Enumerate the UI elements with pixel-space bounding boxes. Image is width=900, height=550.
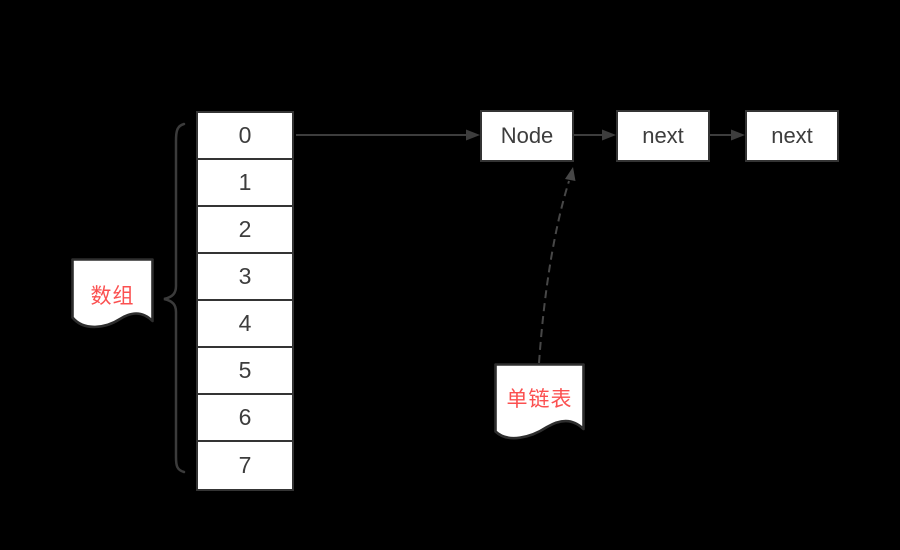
arrow-next1-to-next2 — [710, 129, 745, 141]
arrow-node-to-next1 — [574, 129, 616, 141]
array-cell-3: 3 — [198, 254, 292, 301]
array-cell-6: 6 — [198, 395, 292, 442]
array-cell-1: 1 — [198, 160, 292, 207]
array-cell-2: 2 — [198, 207, 292, 254]
array-cell-7: 7 — [198, 442, 292, 489]
arrow-cell0-to-node — [296, 129, 480, 141]
array-cell-4: 4 — [198, 301, 292, 348]
note-shape — [71, 258, 154, 329]
note-shape — [494, 363, 585, 440]
array-column: 0 1 2 3 4 5 6 7 — [196, 111, 294, 491]
array-label-note: 数组 — [71, 258, 154, 336]
array-cell-0: 0 — [198, 113, 292, 160]
linked-list-node-head: Node — [480, 110, 574, 162]
list-label: 单链表 — [506, 388, 573, 411]
array-brace — [163, 122, 186, 474]
array-cell-5: 5 — [198, 348, 292, 395]
array-label: 数组 — [90, 285, 135, 308]
list-label-note: 单链表 — [494, 363, 585, 447]
linked-list-node-next1: next — [616, 110, 710, 162]
linked-list-node-next2: next — [745, 110, 839, 162]
dashed-arrow-listnote-to-node — [538, 167, 576, 364]
